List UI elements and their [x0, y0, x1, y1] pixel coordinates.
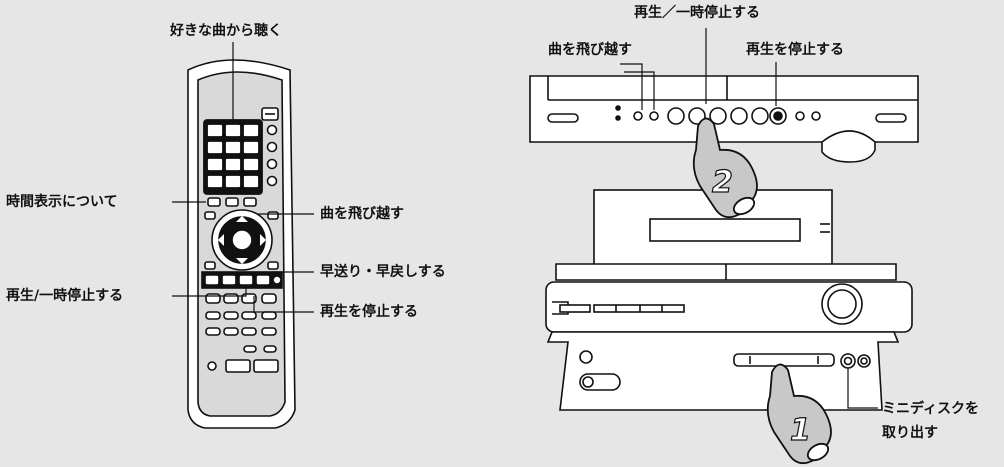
label-stop-unit: 再生を停止する	[746, 42, 844, 58]
label-fast-forward-rewind: 早送り・早戻しする	[320, 264, 446, 280]
label-play-pause-remote: 再生/一時停止する	[6, 288, 124, 304]
label-eject-line2: 取り出す	[882, 425, 938, 441]
pointing-hand-1: 1	[766, 363, 832, 465]
step-badge-2: 2	[712, 165, 733, 200]
label-skip-track-remote: 曲を飛び越す	[320, 206, 404, 222]
pointing-hand-2: 2	[692, 117, 758, 219]
unit-leader-lines	[620, 28, 777, 110]
label-play-from-track: 好きな曲から聴く	[170, 23, 282, 39]
label-eject-line1: ミニディスクを	[882, 401, 980, 417]
stereo-unit	[545, 189, 913, 411]
step-badge-1: 1	[790, 413, 811, 448]
label-play-pause-unit: 再生／一時停止する	[634, 5, 760, 21]
eject-leader-line	[847, 368, 878, 409]
label-stop-remote: 再生を停止する	[320, 304, 418, 320]
label-skip-track-unit: 曲を飛び越す	[548, 42, 632, 58]
remote-control	[187, 59, 296, 429]
remote-leader-lines	[172, 42, 314, 313]
unit-front-panel-top	[529, 75, 919, 163]
label-time-display: 時間表示について	[6, 194, 118, 210]
